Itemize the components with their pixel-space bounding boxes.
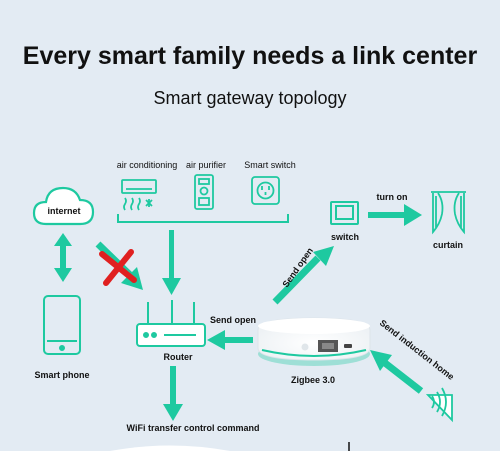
turn-on-label: turn on	[377, 192, 408, 202]
smart-phone-label: Smart phone	[34, 370, 89, 380]
smartphone-icon	[43, 295, 81, 355]
arrow-sensor-to-hub	[370, 350, 424, 394]
smart-socket-icon	[251, 176, 280, 205]
blocked-x-icon	[99, 249, 137, 286]
arrow-switch-to-curtain	[368, 204, 422, 226]
page-title: Every smart family needs a link center	[22, 42, 478, 70]
router-icon	[136, 300, 206, 347]
zigbee-label: Zigbee 3.0	[291, 375, 335, 385]
router-label: Router	[164, 352, 193, 362]
wall-switch-icon	[330, 201, 359, 225]
air-purifier-label: air purifier	[186, 160, 226, 170]
page-subtitle: Smart gateway topology	[153, 88, 347, 108]
arrow-internet-phone	[54, 233, 72, 282]
device-bracket	[117, 214, 289, 223]
arrow-devices-to-router	[162, 230, 181, 295]
bottom-device-edge	[110, 445, 230, 451]
curtain-icon	[431, 191, 466, 235]
send-open-router-label: Send open	[210, 315, 256, 325]
zigbee-hub-icon	[257, 317, 371, 366]
curtain-label: curtain	[433, 240, 463, 250]
switch-label: switch	[331, 232, 359, 242]
arrow-hub-to-router	[207, 330, 253, 350]
air-purifier-icon	[194, 174, 214, 210]
smart-switch-label: Smart switch	[244, 160, 296, 170]
send-induction-label: Send induction home	[378, 318, 456, 382]
air-conditioner-icon	[121, 179, 157, 211]
arrow-router-down	[163, 366, 183, 421]
wifi-command-label: WiFi transfer control command	[127, 423, 260, 433]
motion-sensor-icon	[425, 387, 453, 423]
air-conditioning-label: air conditioning	[117, 160, 178, 170]
arrow-hub-to-switch	[272, 246, 334, 305]
cloud-icon	[32, 186, 95, 226]
internet-label: internet	[47, 206, 80, 216]
